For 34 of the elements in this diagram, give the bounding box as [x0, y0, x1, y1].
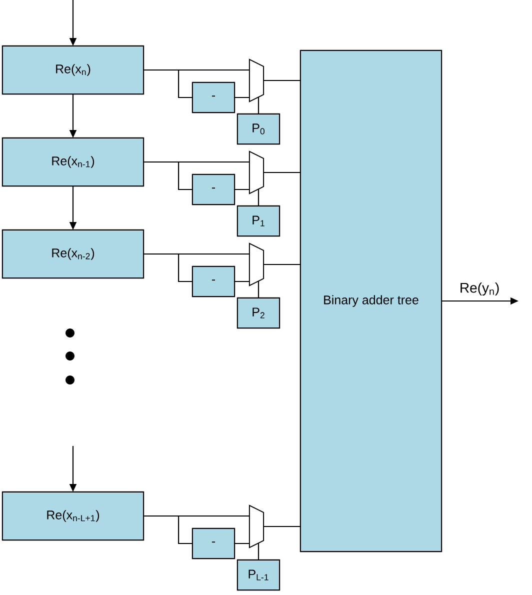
multiplexer — [248, 150, 264, 194]
coefficient-box: P$_{2}$ — [236, 297, 280, 329]
adder-tree-box: Binary adder tree — [300, 50, 442, 552]
negation-box: - — [192, 174, 236, 206]
connector-line — [234, 280, 251, 282]
connector-line — [234, 542, 251, 544]
coefficient-box: P$_{0}$ — [236, 113, 280, 145]
multiplexer — [248, 504, 264, 548]
connector-line — [264, 80, 302, 82]
register-box: Re(x$_{n}$) — [2, 45, 144, 95]
negation-box: - — [192, 266, 236, 298]
multiplexer — [248, 242, 264, 286]
negation-box: - — [192, 82, 236, 114]
connector-line — [234, 96, 251, 98]
coefficient-box: P$_{1}$ — [236, 205, 280, 237]
connector-line — [234, 188, 251, 190]
connector-line — [258, 542, 260, 560]
connector-line — [264, 264, 302, 266]
register-box: Re(x$_{n-2}$) — [2, 229, 144, 279]
multiplexer — [248, 58, 264, 102]
connector-line — [144, 69, 192, 98]
connector-line — [258, 280, 260, 298]
coefficient-box: P$_{L-1}$ — [236, 559, 280, 591]
connector-line — [144, 161, 192, 190]
edge-label: Re(y$_{n}$) — [458, 281, 501, 297]
connector-line — [258, 188, 260, 206]
connector-line — [264, 172, 302, 174]
connector-line — [144, 515, 192, 544]
register-box: Re(x$_{n-L+1}$) — [2, 491, 144, 541]
register-box: Re(x$_{n-1}$) — [2, 137, 144, 187]
connector-line — [144, 253, 192, 282]
connector-line — [264, 526, 302, 528]
negation-box: - — [192, 528, 236, 560]
connector-line — [258, 96, 260, 114]
